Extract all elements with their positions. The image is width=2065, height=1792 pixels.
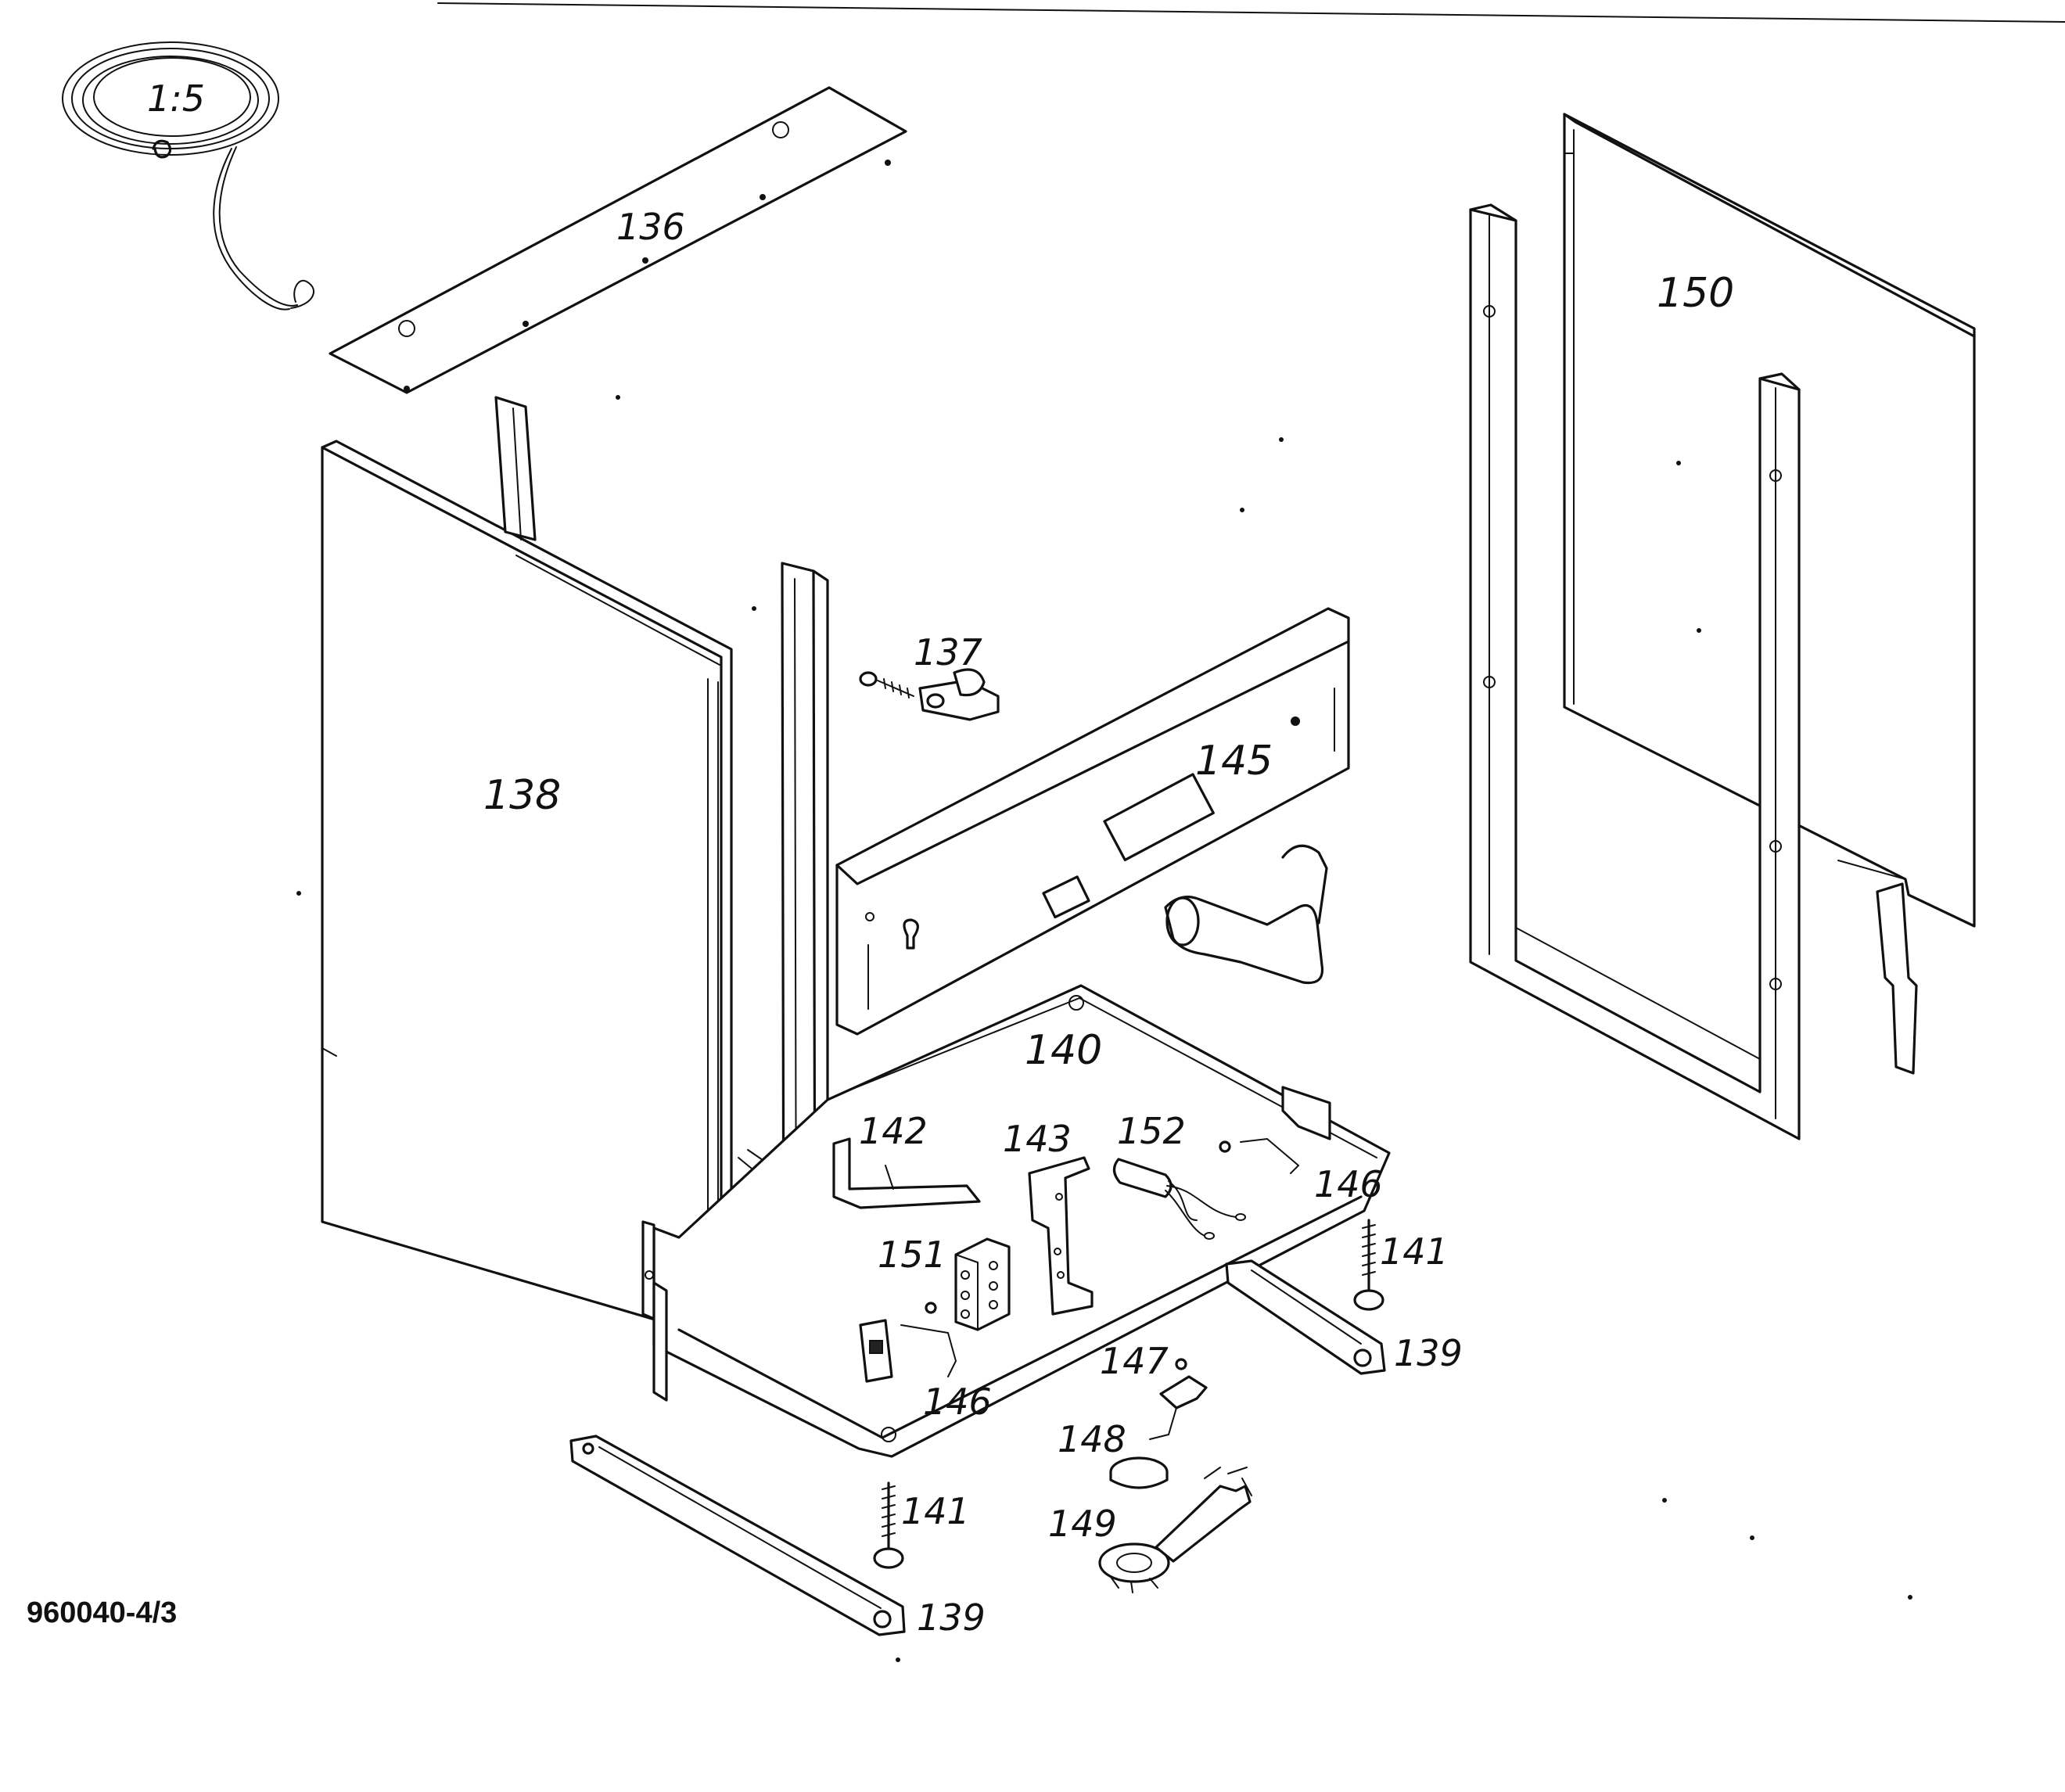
label-141-left: 141 — [901, 1490, 970, 1532]
part-right-door-frame — [1469, 203, 1918, 1140]
label-142: 142 — [859, 1110, 928, 1152]
part-139-rail-left — [569, 1435, 906, 1636]
label-148: 148 — [1058, 1418, 1126, 1460]
part-145-console-panel — [835, 607, 1350, 1036]
part-135-power-cord — [62, 41, 315, 311]
label-146-right: 146 — [1314, 1163, 1383, 1205]
part-151-terminal-block — [954, 1237, 1011, 1331]
scan-specks — [296, 395, 1912, 1662]
label-147: 147 — [1100, 1340, 1169, 1382]
part-136-top-plate — [329, 86, 907, 394]
label-136: 136 — [616, 206, 685, 248]
document-number: 960040-4/3 — [27, 1596, 177, 1629]
label-139-left: 139 — [917, 1596, 986, 1639]
part-139-rail-right — [1225, 1259, 1386, 1375]
label-143: 143 — [1003, 1118, 1072, 1160]
part-140-base-plate — [641, 984, 1391, 1458]
label-149: 149 — [1048, 1503, 1117, 1545]
part-149-pressure-chamber — [1098, 1467, 1252, 1593]
label-138: 138 — [483, 772, 561, 819]
label-146-left: 146 — [923, 1381, 992, 1423]
label-145: 145 — [1195, 738, 1273, 785]
top-border-line — [437, 2, 2065, 23]
part-146-switch-left — [859, 1302, 957, 1383]
part-137-hose-clip — [859, 668, 1000, 721]
part-138-side-panel — [321, 440, 733, 1341]
label-139-right: 139 — [1394, 1332, 1463, 1374]
label-141-right: 141 — [1380, 1230, 1449, 1273]
part-141-foot-right — [1353, 1219, 1384, 1311]
part-146-switch-right — [1219, 1086, 1331, 1174]
label-140: 140 — [1025, 1027, 1102, 1074]
part-rear-left-post — [494, 396, 537, 541]
label-150: 150 — [1657, 270, 1734, 317]
part-143-bracket — [1028, 1156, 1094, 1316]
part-148-float — [1109, 1456, 1169, 1489]
part-air-duct — [1164, 844, 1328, 985]
part-142-bracket — [832, 1137, 981, 1209]
part-147-float-switch — [1149, 1358, 1208, 1440]
label-137: 137 — [914, 631, 982, 673]
label-151: 151 — [878, 1234, 946, 1276]
part-152-capacitor — [1112, 1158, 1246, 1240]
part-141-foot-left — [873, 1481, 904, 1569]
label-135: 1:5 — [147, 77, 205, 120]
label-152: 152 — [1117, 1110, 1186, 1152]
